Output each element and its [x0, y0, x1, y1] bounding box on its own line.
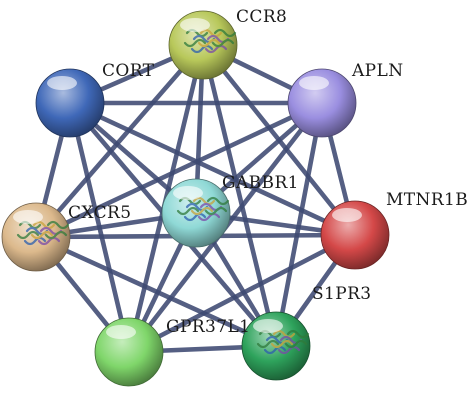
- node-label-cort: CORT: [102, 61, 155, 81]
- node-gpr37l1[interactable]: [94, 317, 164, 387]
- node-ccr8[interactable]: [168, 10, 238, 80]
- node-highlight: [47, 76, 77, 90]
- node-label-ccr8: CCR8: [236, 7, 287, 27]
- node-gabbr1[interactable]: [161, 178, 231, 248]
- edge-mtnr1b-gpr37l1: [126, 232, 358, 355]
- node-highlight: [253, 319, 283, 333]
- node-label-mtnr1b: MTNR1B: [386, 190, 468, 210]
- node-highlight: [332, 208, 362, 222]
- node-highlight: [13, 210, 43, 224]
- edge-ccr8-cxcr5: [33, 42, 206, 240]
- node-cxcr5[interactable]: [1, 202, 71, 272]
- node-label-gpr37l1: GPR37L1: [166, 317, 250, 337]
- node-highlight: [173, 186, 203, 200]
- nodes-layer: [1, 10, 390, 387]
- node-mtnr1b[interactable]: [320, 200, 390, 270]
- edge-apln-s1pr3: [273, 100, 325, 349]
- node-label-s1pr3: S1PR3: [312, 284, 372, 304]
- protein-structure-icon: [183, 28, 237, 54]
- protein-structure-icon: [176, 196, 230, 222]
- node-label-apln: APLN: [351, 61, 403, 81]
- edge-ccr8-s1pr3: [200, 42, 279, 349]
- edge-cort-mtnr1b: [67, 100, 358, 238]
- node-s1pr3[interactable]: [241, 311, 311, 381]
- edge-apln-cxcr5: [33, 100, 325, 240]
- node-highlight: [299, 76, 329, 90]
- node-apln[interactable]: [287, 68, 357, 138]
- node-label-gabbr1: GABBR1: [222, 173, 299, 193]
- node-highlight: [180, 18, 210, 32]
- node-cort[interactable]: [35, 68, 105, 138]
- edge-cxcr5-s1pr3: [33, 234, 279, 349]
- node-label-cxcr5: CXCR5: [68, 203, 131, 223]
- node-highlight: [106, 325, 136, 339]
